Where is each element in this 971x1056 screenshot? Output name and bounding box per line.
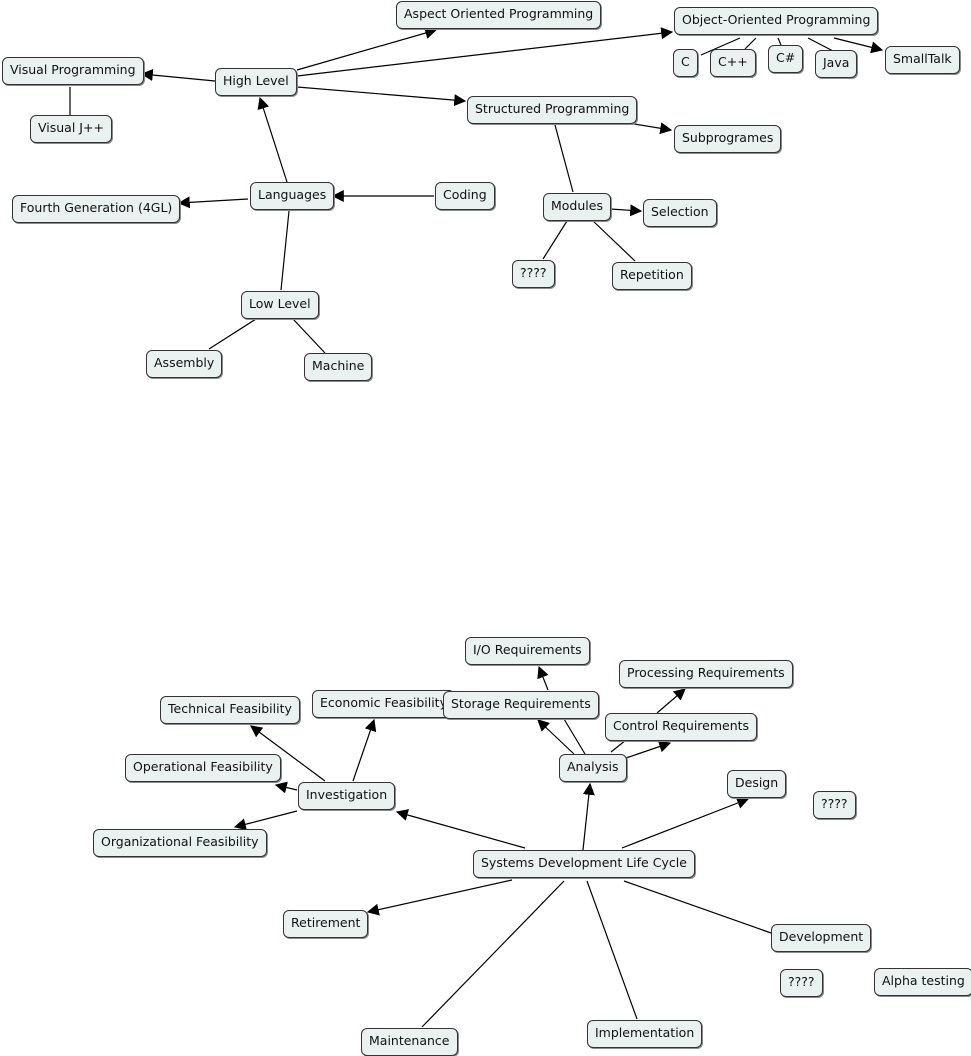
node-io-requirements[interactable]: I/O Requirements — [465, 637, 590, 665]
edge-highlevel-visualprog — [140, 69, 216, 82]
node-unknown-module[interactable]: ???? — [512, 260, 555, 288]
node-processing-requirements[interactable]: Processing Requirements — [619, 660, 793, 688]
node-coding[interactable]: Coding — [435, 182, 495, 210]
node-design[interactable]: Design — [727, 770, 787, 798]
edge-oop-smalltalk — [833, 37, 884, 54]
node-sdlc[interactable]: Systems Development Life Cycle — [473, 850, 695, 878]
edge-highlevel-structured — [296, 86, 467, 107]
edge-sdlc-design — [621, 797, 750, 849]
edge-investigation-organizational — [233, 810, 298, 831]
edge-storage-io — [537, 665, 549, 691]
node-retirement[interactable]: Retirement — [283, 910, 369, 938]
edge-analysis-control — [625, 740, 672, 759]
node-repetition[interactable]: Repetition — [612, 262, 692, 290]
node-technical-feasibility[interactable]: Technical Feasibility — [160, 696, 300, 724]
edge-languages-highlevel — [257, 96, 288, 183]
edge-sdlc-development — [623, 880, 772, 934]
node-maintenance[interactable]: Maintenance — [361, 1028, 458, 1056]
edge-oop-c — [700, 37, 741, 56]
node-unknown-design[interactable]: ???? — [813, 791, 856, 819]
node-organizational-feasibility[interactable]: Organizational Feasibility — [93, 829, 267, 857]
node-investigation[interactable]: Investigation — [298, 782, 396, 810]
edge-lowlevel-machine — [292, 318, 326, 354]
node-cpp[interactable]: C++ — [710, 49, 756, 77]
edge-analysis-storage-2 — [563, 718, 586, 755]
edge-lowlevel-assembly — [208, 318, 257, 350]
node-modules[interactable]: Modules — [543, 193, 611, 221]
node-aspect-oriented-programming[interactable]: Aspect Oriented Programming — [396, 1, 602, 29]
node-structured-programming[interactable]: Structured Programming — [467, 96, 638, 124]
node-high-level[interactable]: High Level — [215, 68, 297, 96]
node-object-oriented-programming[interactable]: Object-Oriented Programming — [674, 7, 879, 35]
node-visual-programming[interactable]: Visual Programming — [2, 57, 144, 85]
node-c[interactable]: C — [673, 49, 698, 77]
node-subprogrames[interactable]: Subprogrames — [674, 125, 782, 153]
edge-control-processing — [656, 688, 686, 714]
node-alpha-testing[interactable]: Alpha testing — [874, 968, 971, 996]
edge-oop-cpp — [744, 37, 757, 50]
node-smalltalk[interactable]: SmallTalk — [885, 46, 960, 74]
edge-oop-java — [807, 37, 834, 52]
edge-oop-csharp — [777, 37, 782, 46]
edge-highlevel-oop — [296, 27, 674, 77]
edge-investigation-economic — [352, 718, 377, 782]
edge-highlevel-aspect — [296, 27, 438, 71]
edge-analysis-storage — [537, 719, 575, 755]
node-implementation[interactable]: Implementation — [587, 1020, 703, 1048]
node-control-requirements[interactable]: Control Requirements — [605, 713, 758, 741]
edge-analysis-control-2 — [610, 739, 627, 753]
node-low-level[interactable]: Low Level — [241, 291, 319, 319]
edge-modules-selection — [609, 204, 643, 217]
edge-languages-4gl — [177, 196, 249, 209]
edge-sdlc-investigation — [395, 809, 526, 849]
edge-modules-repetition — [591, 219, 636, 262]
node-analysis[interactable]: Analysis — [559, 754, 627, 782]
node-selection[interactable]: Selection — [643, 199, 717, 227]
edge-sdlc-analysis — [582, 782, 595, 851]
edge-structured-modules — [554, 124, 574, 193]
node-languages[interactable]: Languages — [250, 182, 335, 210]
node-unknown-development[interactable]: ???? — [780, 969, 823, 997]
edge-investigation-operational — [274, 781, 298, 794]
node-visual-jpp[interactable]: Visual J++ — [30, 115, 112, 143]
edge-sdlc-retirement — [366, 879, 513, 916]
node-fourth-generation[interactable]: Fourth Generation (4GL) — [12, 195, 181, 223]
edge-languages-lowlevel — [280, 210, 290, 291]
node-storage-requirements[interactable]: Storage Requirements — [443, 691, 599, 719]
node-operational-feasibility[interactable]: Operational Feasibility — [125, 754, 281, 782]
node-economic-feasibility[interactable]: Economic Feasibility — [312, 690, 455, 718]
edge-investigation-technical — [250, 725, 326, 782]
node-assembly[interactable]: Assembly — [146, 350, 223, 378]
edge-structured-subprogrames — [633, 122, 673, 135]
edge-modules-unknown — [542, 220, 568, 260]
node-java[interactable]: Java — [815, 50, 858, 78]
node-csharp[interactable]: C# — [768, 45, 804, 73]
edge-sdlc-implementation — [586, 880, 638, 1020]
edge-sdlc-maintenance — [421, 880, 565, 1028]
node-machine[interactable]: Machine — [304, 353, 373, 381]
node-development[interactable]: Development — [771, 924, 872, 952]
